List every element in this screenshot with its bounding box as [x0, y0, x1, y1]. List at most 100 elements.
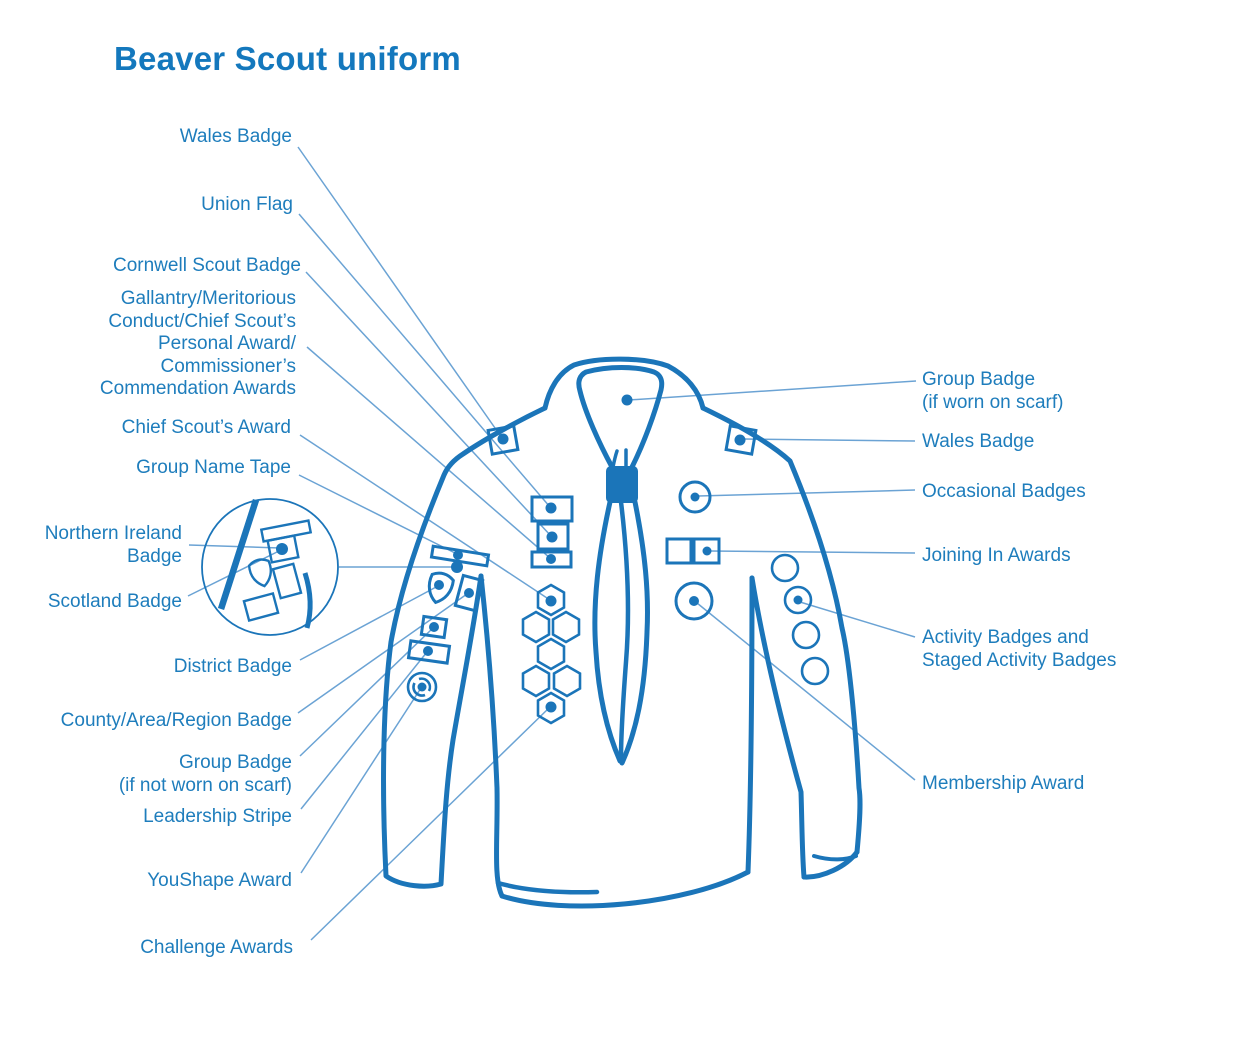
leader-line	[305, 271, 552, 537]
label-challenge-awards: Challenge Awards	[140, 937, 293, 958]
magnifier-scotland-badge-shield	[247, 558, 272, 588]
badge-dot	[417, 682, 427, 692]
leader-line	[300, 651, 428, 810]
challenge-hexagon	[536, 637, 566, 671]
badge-dot	[702, 546, 712, 556]
woggle	[606, 466, 638, 503]
leader-line	[628, 380, 917, 401]
challenge-hexagon	[521, 610, 551, 644]
badge-dot	[497, 433, 509, 445]
left-sleeve-badges	[406, 544, 491, 703]
cornwell-badge-shape	[536, 522, 570, 551]
leader-line	[310, 706, 551, 941]
badge-dot	[545, 595, 557, 607]
leader-line	[696, 602, 916, 781]
youshape-award-shape	[406, 671, 438, 703]
label-activity-badges: Activity Badges and Staged Activity Badg…	[922, 627, 1117, 671]
badge-dot	[429, 622, 439, 632]
challenge-hexagons	[521, 583, 582, 725]
magnifier-cuff-arc	[302, 572, 313, 629]
badge-dot	[793, 595, 803, 605]
label-occasional-badges: Occasional Badges	[922, 481, 1086, 502]
badge-dot	[734, 434, 746, 446]
magnifier-bottom-badge	[242, 591, 280, 623]
leader-line	[297, 593, 468, 714]
label-cornwell-scout-badge: Cornwell Scout Badge	[113, 255, 301, 276]
leader-line	[697, 489, 916, 497]
right-cuff-rib-line	[812, 854, 858, 862]
right-sleeve-activity-badges	[770, 553, 830, 686]
body-right-edge	[745, 575, 755, 875]
hem-bottom	[499, 869, 751, 909]
union-flag-shape	[530, 495, 574, 523]
label-group-badge-on-scarf: Group Badge (if worn on scarf)	[922, 369, 1064, 413]
badge-dot	[689, 596, 699, 606]
magnifier-rotated-badge	[271, 562, 303, 600]
scarf-tail-left-edge	[592, 499, 623, 764]
wales-badge-right-shape	[724, 424, 758, 456]
leader-line	[743, 438, 916, 442]
gallantry-award-shape	[530, 550, 573, 569]
badge-dot	[546, 531, 558, 543]
leader-line	[297, 146, 503, 439]
leader-line	[799, 601, 916, 638]
badge-dot	[621, 394, 633, 406]
page-title: Beaver Scout uniform	[114, 40, 461, 77]
scarf-tail-middle	[618, 499, 631, 761]
challenge-hexagon	[552, 664, 582, 698]
badge-dot	[423, 646, 433, 656]
activity-badge-circle	[783, 585, 813, 615]
label-membership-award: Membership Award	[922, 773, 1085, 794]
county-badge-shape	[453, 573, 485, 613]
right-sleeve-outer-and-shoulder	[700, 405, 863, 855]
collar-outer	[542, 356, 706, 411]
group-badge-shape	[419, 614, 449, 640]
challenge-hexagon	[536, 583, 566, 617]
occasional-badge-shape	[678, 480, 712, 514]
magnifier-northern-ireland-badge	[266, 534, 300, 564]
challenge-hexagon	[536, 691, 566, 725]
label-wales-badge-right: Wales Badge	[922, 431, 1035, 452]
magnifier-anchor-dot	[451, 561, 463, 573]
shoulder-badges	[486, 424, 758, 456]
leader-line	[300, 687, 422, 874]
right-sleeve-inner	[749, 575, 807, 880]
badge-dot	[276, 543, 288, 555]
leader-line	[298, 474, 458, 555]
jumper-outline	[381, 356, 863, 909]
magnifier	[201, 498, 339, 636]
leadership-stripe-shape	[406, 639, 452, 665]
chest-badges-left	[530, 495, 574, 569]
label-group-name-tape: Group Name Tape	[136, 457, 291, 478]
label-county-area-region-badge: County/Area/Region Badge	[60, 710, 292, 731]
badge-dot	[690, 492, 700, 502]
magnifier-sleeve-seam	[217, 499, 260, 610]
leader-line	[709, 550, 916, 554]
hem-rib-line	[495, 880, 600, 895]
scarf-edge-left	[611, 449, 619, 469]
badge-dot	[545, 701, 557, 713]
chest-badges-right	[665, 480, 721, 621]
collar-inner-and-scarf-v	[576, 365, 665, 470]
badge-dots	[276, 394, 803, 713]
challenge-hexagon	[521, 664, 551, 698]
badge-dot	[434, 580, 444, 590]
label-joining-in-awards: Joining In Awards	[922, 545, 1071, 566]
label-union-flag: Union Flag	[201, 194, 293, 215]
challenge-hexagon	[551, 610, 581, 644]
membership-award-shape	[674, 581, 714, 621]
activity-badge-circle	[770, 553, 800, 583]
joining-in-award-shape-2	[692, 537, 721, 565]
badge-dot	[546, 554, 556, 564]
leader-line	[299, 585, 439, 661]
label-district-badge: District Badge	[173, 656, 292, 677]
activity-badge-circle	[791, 620, 821, 650]
badge-dot	[464, 588, 474, 598]
joining-in-award-shape-1	[665, 537, 693, 565]
label-wales-badge-left: Wales Badge	[179, 126, 292, 147]
label-chief-scouts-award: Chief Scout’s Award	[121, 417, 291, 438]
magnifier-circle	[201, 498, 339, 636]
left-sleeve-and-shoulder	[381, 405, 548, 889]
